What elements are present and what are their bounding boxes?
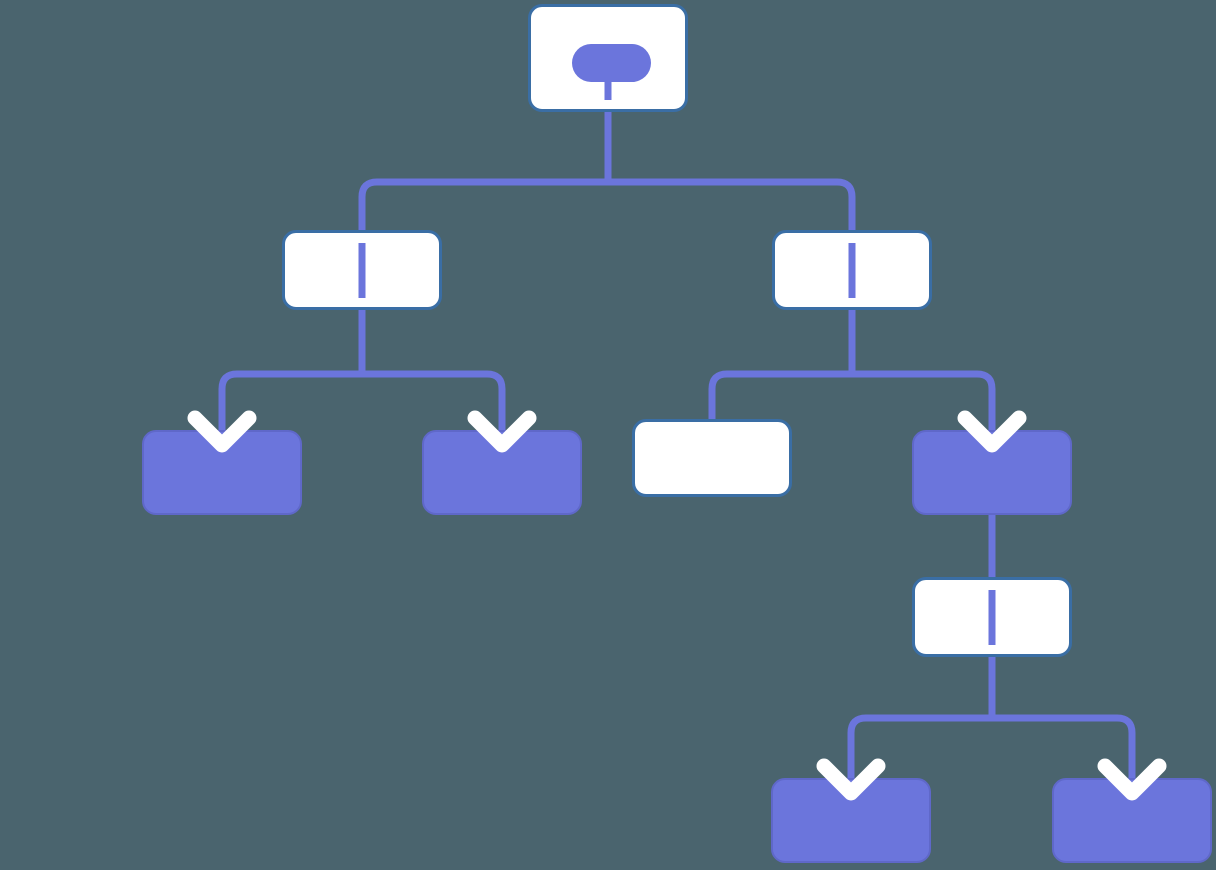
arrowhead-level3-b [467, 410, 537, 453]
edge-level4-to-level5-left [847, 714, 992, 803]
arrowhead-level5-right [1097, 758, 1167, 801]
edge-level2-right-to-level3-c [708, 370, 852, 422]
edge-level2-left-to-level3-a [218, 370, 362, 455]
edge-level2-left-to-level3-b [362, 370, 506, 455]
arrowhead-level3-a [187, 410, 257, 453]
arrowhead-level5-left [816, 758, 886, 801]
edge-level4-to-level5-right [992, 714, 1136, 803]
arrowhead-level3-d [957, 410, 1027, 453]
node-level3-c[interactable] [632, 419, 792, 497]
edge-level2-right-to-level3-d [852, 370, 996, 455]
edge-root-to-level2-right [608, 178, 856, 310]
edge-root-to-level2-left [358, 178, 608, 310]
